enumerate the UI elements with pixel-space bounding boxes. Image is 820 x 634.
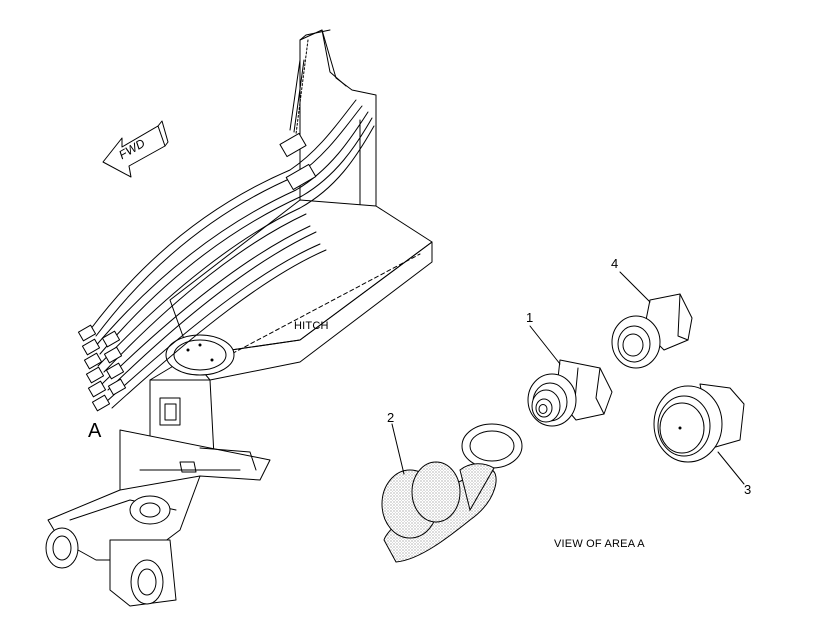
coupler-ends (77, 324, 127, 412)
part-3-cap (653, 383, 745, 463)
callout-3: 3 (744, 482, 752, 497)
area-a-marker: A (88, 420, 102, 442)
hose-bundle (77, 39, 375, 412)
callout-1: 1 (526, 310, 534, 325)
fwd-arrow (102, 120, 169, 178)
view-caption: VIEW OF AREA A (554, 538, 645, 550)
hitch-label: HITCH (294, 320, 329, 332)
callout-2: 2 (387, 410, 395, 425)
part-1-coupler (527, 359, 613, 427)
hitch-assembly (45, 29, 433, 607)
leader-lines (391, 271, 745, 485)
part-4-adapter (611, 293, 693, 369)
callout-4: 4 (611, 256, 619, 271)
part-2-plug (381, 423, 523, 563)
